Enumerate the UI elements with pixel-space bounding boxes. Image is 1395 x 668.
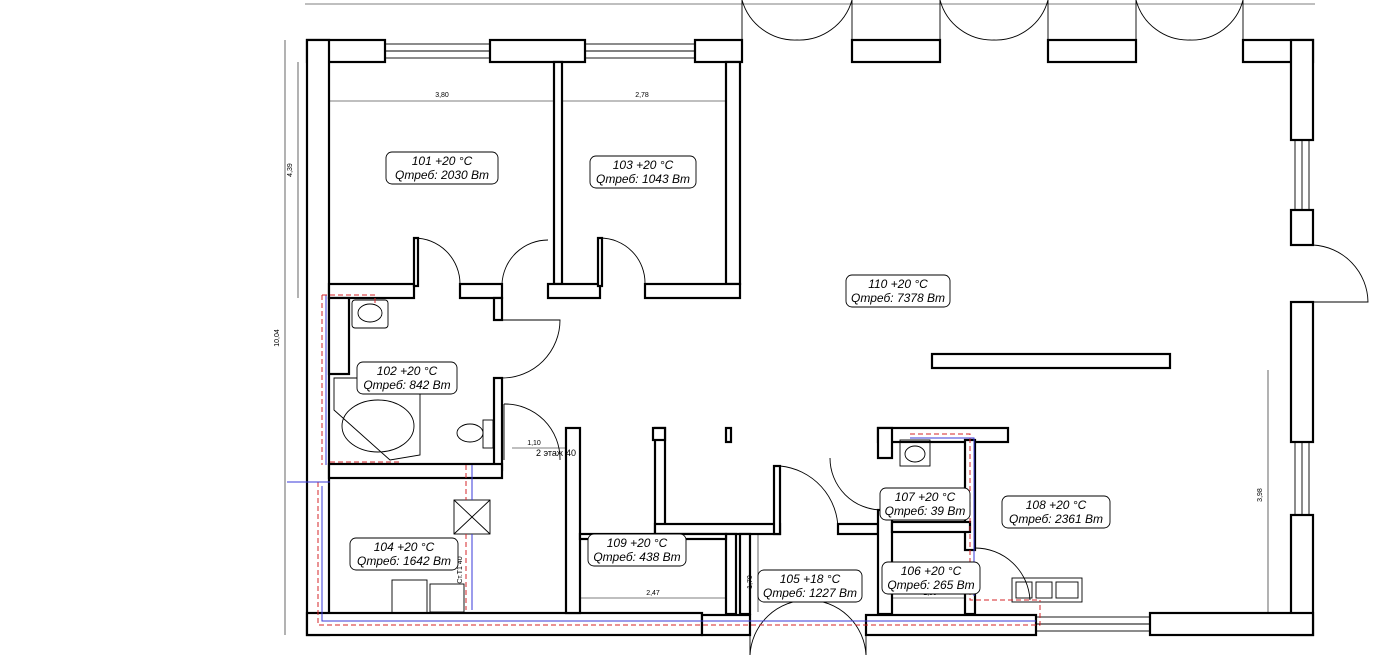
dim-room-101-depth: 4,39	[287, 163, 294, 177]
room-label-104: 104 +20 °C Qтреб: 1642 Вт	[349, 537, 459, 571]
room-108-temp: 108 +20 °C	[1026, 498, 1087, 512]
room-107-heat: Qтреб: 39 Вт	[885, 504, 966, 518]
room-107-temp: 107 +20 °C	[895, 490, 956, 504]
room-label-103: 103 +20 °C Qтреб: 1043 Вт	[589, 155, 697, 189]
sink-icon	[899, 439, 931, 467]
door-swing	[1135, 0, 1244, 41]
dim-room-108-depth: 3,98	[1257, 488, 1264, 502]
heating-pipes	[287, 294, 1041, 626]
room-105-heat: Qтреб: 1227 Вт	[763, 586, 857, 600]
room-105-temp: 105 +18 °C	[780, 572, 841, 586]
room-104-temp: 104 +20 °C	[374, 540, 435, 554]
door-swing	[829, 457, 883, 511]
right-wall	[1289, 38, 1315, 142]
dim-room-109-width: 2,47	[646, 590, 660, 597]
room-label-108: 108 +20 °C Qтреб: 2361 Вт	[1001, 495, 1111, 529]
dim-door-110: 1,10	[527, 440, 541, 447]
counter	[930, 352, 1172, 370]
room-label-101: 101 +20 °C Qтреб: 2030 Вт	[385, 151, 499, 185]
room-109-temp: 109 +20 °C	[607, 536, 668, 550]
room-101-heat: Qтреб: 2030 Вт	[395, 168, 489, 182]
riser-note: Ст.Т1 40	[457, 556, 464, 583]
room-102-temp: 102 +20 °C	[377, 364, 438, 378]
floor-note: 2 этаж	[536, 448, 563, 458]
room-106-temp: 106 +20 °C	[901, 564, 962, 578]
dim-corridor-170: 1,70	[747, 575, 754, 589]
dim-room-101-width: 3,80	[435, 92, 449, 99]
outer-walls	[305, 0, 1369, 656]
interior-walls	[327, 60, 1172, 616]
door-swing	[939, 0, 1049, 41]
sink-icon	[429, 583, 465, 613]
room-102-heat: Qтреб: 842 Вт	[363, 378, 450, 392]
room-label-107: 107 +20 °C Qтреб: 39 Вт	[879, 487, 971, 521]
door-swing	[974, 547, 1031, 601]
dimension-lines	[284, 40, 1269, 635]
door-swing	[501, 319, 561, 379]
room-109-heat: Qтреб: 438 Вт	[593, 550, 680, 564]
room-103-heat: Qтреб: 1043 Вт	[596, 172, 690, 186]
sink-icon	[351, 299, 389, 329]
entrance-door-swing	[1312, 244, 1369, 303]
room-label-106: 106 +20 °C Qтреб: 265 Вт	[881, 561, 981, 595]
door-swing	[503, 403, 561, 461]
door-swing	[501, 239, 549, 285]
wall-segment	[488, 38, 587, 64]
room-106-heat: Qтреб: 265 Вт	[887, 578, 974, 592]
dim-overall-depth: 10,04	[274, 329, 281, 347]
dim-room-103-width: 2,78	[635, 92, 649, 99]
kitchen-sink-icon	[1011, 577, 1083, 603]
value-note: 40	[566, 448, 576, 458]
room-108-heat: Qтреб: 2361 Вт	[1009, 512, 1103, 526]
door-swing	[599, 237, 646, 285]
room-101-temp: 101 +20 °C	[412, 154, 473, 168]
fixtures	[333, 299, 1083, 614]
wall-pier	[1046, 38, 1138, 64]
wall-pier	[850, 38, 942, 64]
washer-icon	[391, 579, 428, 614]
room-label-105: 105 +18 °C Qтреб: 1227 Вт	[757, 569, 863, 603]
door-swing	[779, 465, 839, 531]
wall-segment	[693, 38, 744, 64]
room-103-temp: 103 +20 °C	[613, 158, 674, 172]
toilet-icon	[482, 419, 494, 449]
door-swing	[413, 237, 461, 285]
supply-pipe	[317, 295, 1041, 626]
return-pipe	[321, 295, 1036, 622]
room-110-heat: Qтреб: 7378 Вт	[851, 291, 945, 305]
door-swing	[749, 599, 867, 656]
room-label-102: 102 +20 °C Qтреб: 842 Вт	[356, 361, 458, 395]
room-label-109: 109 +20 °C Qтреб: 438 Вт	[587, 533, 687, 567]
door-swing	[741, 0, 853, 41]
room-label-110: 110 +20 °C Qтреб: 7378 Вт	[845, 274, 951, 308]
room-104-heat: Qтреб: 1642 Вт	[357, 554, 451, 568]
room-110-temp: 110 +20 °C	[868, 277, 928, 291]
bottom-wall	[305, 611, 704, 637]
